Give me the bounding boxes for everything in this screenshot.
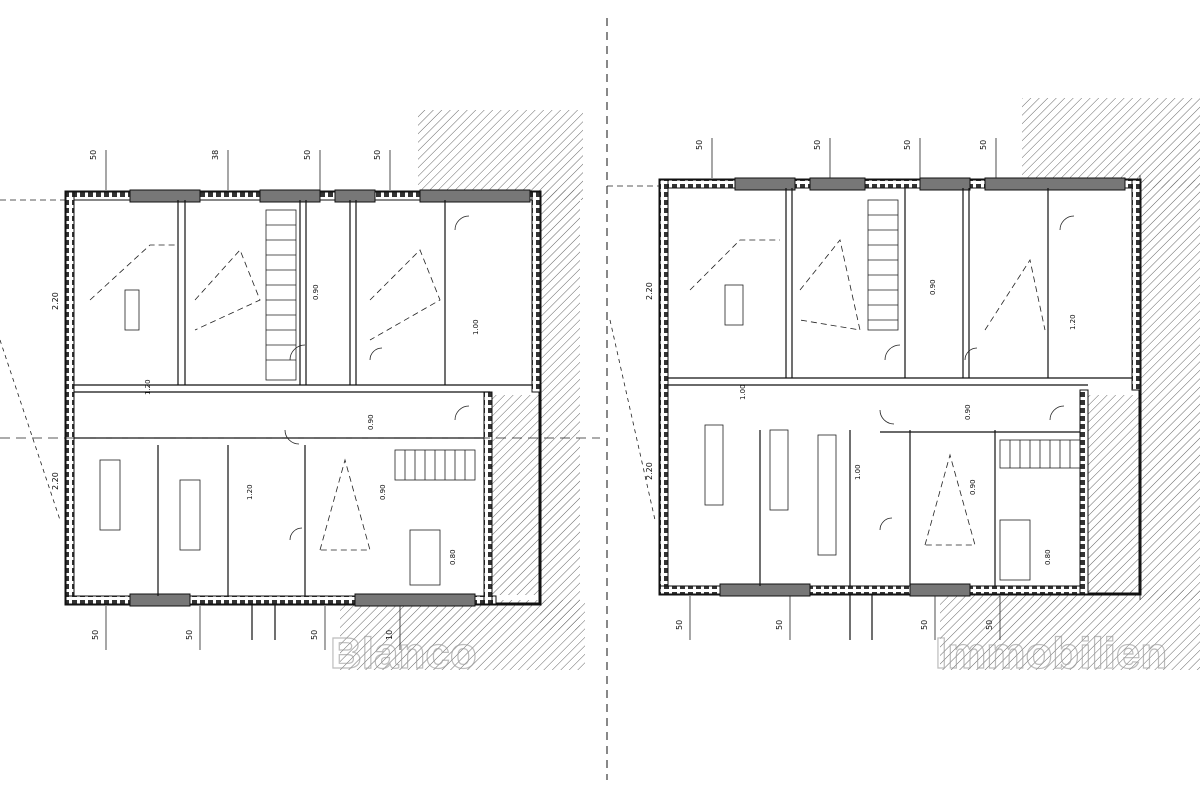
right-room-label-3: 1.20 [1069, 314, 1077, 330]
right-window-2 [809, 177, 866, 191]
left-wall-bottom [65, 595, 497, 605]
left-wall-right-upper [531, 191, 541, 393]
right-wall-right-lower [1079, 389, 1089, 595]
left-window-1 [129, 189, 201, 203]
right-terrain-hatch-bottom [940, 590, 1200, 670]
right-dim-bottom-1: 50 [675, 620, 684, 630]
left-dim-top-4: 50 [373, 150, 382, 160]
left-room-label-4: 0.90 [367, 414, 375, 430]
left-dim-bottom-3: 50 [310, 630, 319, 640]
right-room-label-7: 0.80 [1044, 549, 1052, 565]
left-dim-bottom-1: 50 [91, 630, 100, 640]
left-window-3 [334, 189, 376, 203]
right-dim-bottom-3: 50 [920, 620, 929, 630]
right-room-label-4: 0.90 [964, 404, 972, 420]
left-terrain-hatch-top [418, 110, 583, 200]
right-wall-left [659, 179, 669, 595]
right-dim-top-4: 50 [979, 140, 988, 150]
right-staircase [867, 199, 1081, 469]
left-window-2 [259, 189, 321, 203]
right-dim-bottom-4: 50 [985, 620, 994, 630]
left-window-5 [129, 593, 191, 607]
left-dim-left-1: 2.20 [51, 292, 60, 310]
right-room-label-1: 1.00 [739, 384, 747, 400]
left-dim-left-2: 2.20 [51, 472, 60, 490]
right-wall-right-upper [1131, 179, 1141, 391]
right-room-label-6: 0.90 [969, 479, 977, 495]
right-terrain-hatch-top [1022, 98, 1200, 188]
left-room-label-1: 1.20 [144, 379, 152, 395]
right-dim-left-2: 2.20 [645, 462, 654, 480]
left-room-label-3: 1.00 [472, 319, 480, 335]
right-room-label-5: 1.00 [854, 464, 862, 480]
left-terrain-hatch-bottom [340, 600, 585, 670]
left-dim-top-3: 50 [303, 150, 312, 160]
right-room-label-2: 0.90 [929, 279, 937, 295]
left-room-label-6: 0.90 [379, 484, 387, 500]
left-staircase [265, 209, 476, 481]
watermark-left: Blanco [330, 629, 477, 678]
left-window-6 [354, 593, 476, 607]
left-room-label-5: 1.20 [246, 484, 254, 500]
right-dim-top-3: 50 [903, 140, 912, 150]
right-dim-bottom-2: 50 [775, 620, 784, 630]
right-dim-left-1: 2.20 [645, 282, 654, 300]
left-floor-plan: 50 38 50 50 50 50 50 10 2.20 2.20 1.20 0… [0, 110, 600, 670]
left-window-4 [419, 189, 531, 203]
right-window-1 [734, 177, 796, 191]
right-dim-top-1: 50 [695, 140, 704, 150]
left-dim-top-2: 38 [211, 150, 220, 160]
left-wall-right-lower [483, 391, 493, 605]
left-terrain-hatch-right [540, 190, 580, 630]
left-room-label-2: 0.90 [312, 284, 320, 300]
right-window-5 [719, 583, 811, 597]
right-floor-plan: 50 50 50 50 50 50 50 50 2.20 2.20 1.00 0… [607, 98, 1200, 670]
right-window-4 [984, 177, 1126, 191]
left-terrain-hatch-mid [492, 395, 542, 595]
left-dim-top-1: 50 [89, 150, 98, 160]
left-dim-bottom-4: 10 [385, 630, 394, 640]
left-room-label-7: 0.80 [449, 549, 457, 565]
right-terrain-hatch-right [1140, 180, 1200, 600]
right-window-6 [909, 583, 971, 597]
right-terrain-hatch-mid [1088, 395, 1140, 595]
right-outer-wall [658, 178, 1142, 596]
right-window-3 [919, 177, 971, 191]
left-dim-bottom-2: 50 [185, 630, 194, 640]
left-wall-left [65, 191, 75, 605]
watermark-right: Immobilien [935, 629, 1167, 678]
right-dim-top-2: 50 [813, 140, 822, 150]
left-outer-wall [64, 190, 542, 606]
